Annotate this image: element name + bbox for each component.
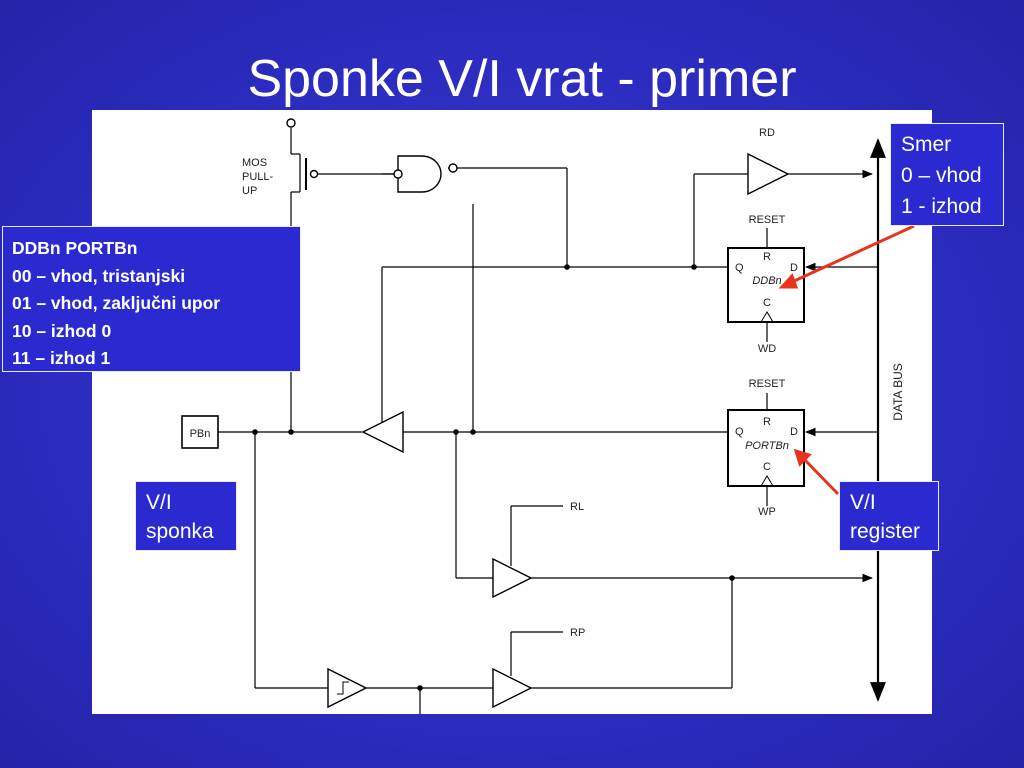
port-name: PORTBn <box>745 440 789 452</box>
nand-gate <box>397 155 442 193</box>
port-q-pin: Q <box>735 426 744 438</box>
port-register <box>727 409 805 487</box>
reset-label-port: RESET <box>749 378 786 390</box>
nand-input-bubble <box>393 169 403 179</box>
slide-title: Sponke V/I vrat - primer <box>247 50 797 108</box>
rp-label: RP <box>570 627 585 639</box>
smer-arrowhead <box>778 273 799 289</box>
pin-note: V/I sponka <box>135 481 237 551</box>
rd-buffer <box>747 152 790 196</box>
junctions <box>252 264 735 691</box>
direction-note-input: 0 – vhod <box>901 164 982 187</box>
rd-label: RD <box>759 127 775 139</box>
ddb-note-line-01: 01 – vhod, zaključni upor <box>12 293 221 313</box>
port-r-pin: R <box>763 416 771 428</box>
pin-note-line-1: V/I <box>146 491 172 514</box>
mos-label-3: UP <box>242 185 257 197</box>
ddb-portb-modes-note: DDBn PORTBn 00 – vhod, tristanjski 01 – … <box>2 226 301 372</box>
schmitt-symbol <box>337 681 349 695</box>
output-driver <box>361 410 404 454</box>
wd-label: WD <box>758 343 776 355</box>
port-c-pin: C <box>763 461 771 473</box>
ddr-d-pin: D <box>790 262 798 274</box>
wp-label: WP <box>758 506 776 518</box>
data-bus-label: DATA BUS <box>891 363 905 421</box>
ddb-note-line-11: 11 – izhod 1 <box>12 348 111 368</box>
callout-arrows <box>778 224 915 496</box>
ddr-clock-mark <box>760 311 774 323</box>
register-note: V/I register <box>839 481 939 551</box>
ddb-note-line-10: 10 – izhod 0 <box>12 320 112 341</box>
ddr-r-pin: R <box>763 251 771 263</box>
components <box>181 118 805 709</box>
ddr-q-pin: Q <box>735 262 744 274</box>
nand-output-bubble <box>448 163 458 173</box>
smer-pointer-arrow <box>791 224 915 284</box>
direction-note: Smer 0 – vhod 1 - izhod <box>890 123 1004 226</box>
mos-label-1: MOS <box>242 157 267 169</box>
register-arrowhead <box>793 448 812 467</box>
rp-buffer <box>492 667 533 709</box>
pin-box <box>181 415 219 449</box>
mos-gate-bubble <box>309 169 319 179</box>
io-port-diagram: MOS PULL- UP RD RESET WD RESET WP RL RP … <box>92 110 932 714</box>
pin-note-line-2: sponka <box>146 520 214 543</box>
circuit-schematic: MOS PULL- UP RD RESET WD RESET WP RL RP … <box>181 118 915 714</box>
ddb-note-header: DDBn PORTBn <box>12 238 138 258</box>
direction-note-title: Smer <box>901 133 952 156</box>
rl-buffer <box>492 557 533 599</box>
mos-label-2: PULL- <box>242 171 274 183</box>
vcc-terminal <box>286 118 296 128</box>
ddr-name: DDBn <box>752 275 781 287</box>
direction-note-output: 1 - izhod <box>901 195 982 218</box>
register-note-line-2: register <box>850 520 921 543</box>
port-clock-mark <box>760 475 774 487</box>
ddb-note-line-00: 00 – vhod, tristanjski <box>12 265 186 286</box>
ddr-c-pin: C <box>763 297 771 309</box>
ddr-register <box>727 247 805 323</box>
port-d-pin: D <box>790 426 798 438</box>
schmitt-trigger <box>327 667 368 709</box>
reset-label-ddr: RESET <box>749 214 786 226</box>
register-pointer-arrow <box>802 457 840 496</box>
pin-label: PBn <box>190 428 211 440</box>
rl-label: RL <box>570 501 584 513</box>
register-note-line-1: V/I <box>850 491 876 514</box>
